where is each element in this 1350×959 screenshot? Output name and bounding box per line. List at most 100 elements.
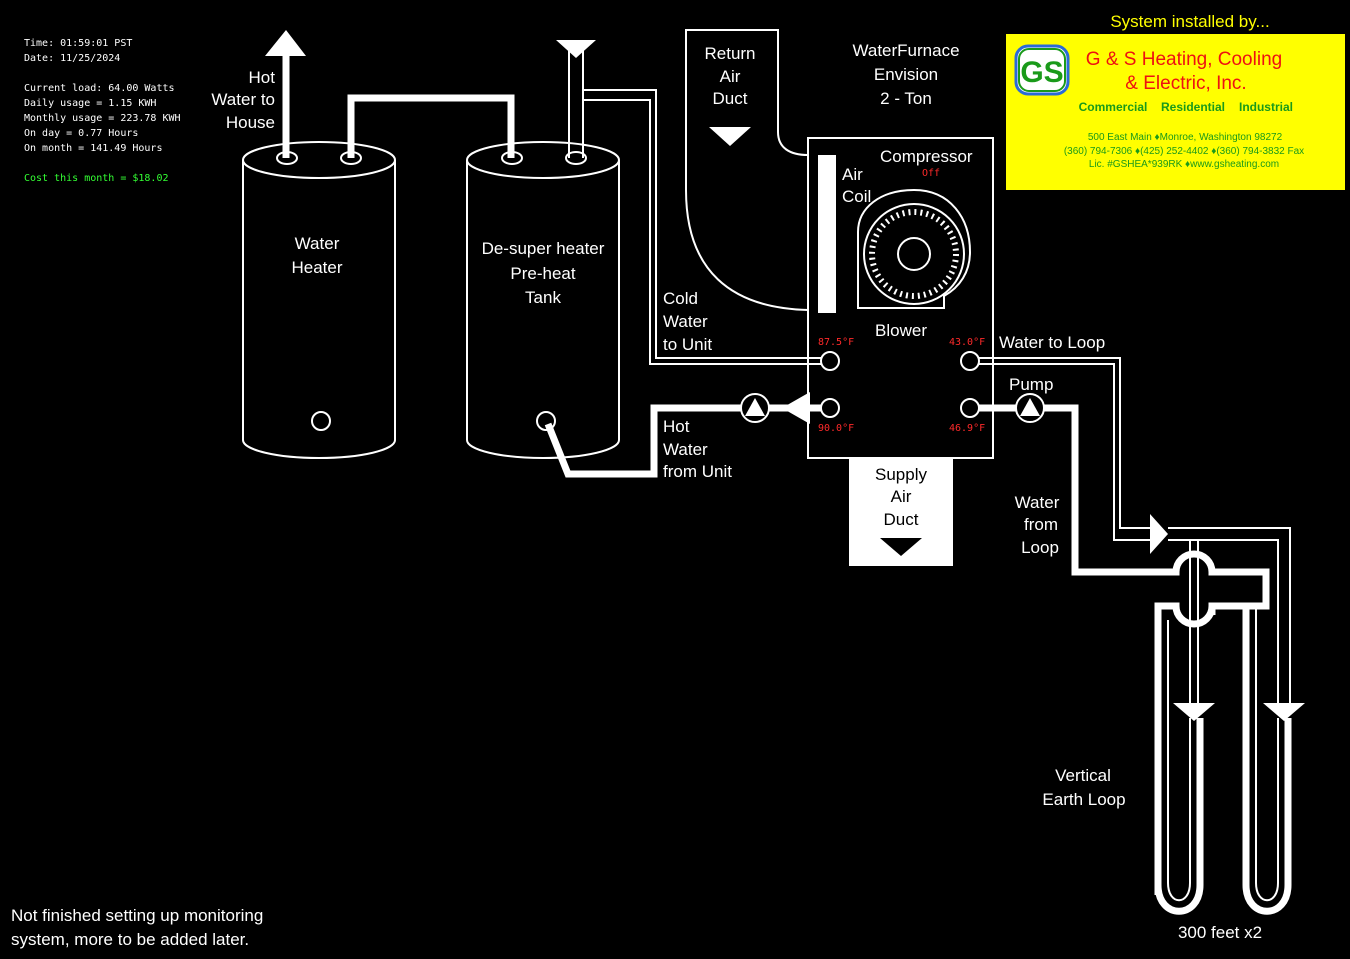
- water-heater-tank: Water Heater: [242, 141, 396, 459]
- supply-air-label-3: Duct: [884, 510, 919, 529]
- blower-wheel: [863, 203, 965, 305]
- hot-water-from-unit-label-3: from Unit: [663, 462, 732, 481]
- air-coil-icon: [818, 155, 836, 313]
- compressor-state: Off: [922, 168, 940, 179]
- segment-residential: Residential: [1161, 100, 1225, 114]
- unit-model-label: WaterFurnace Envision 2 - Ton: [852, 41, 959, 108]
- hot-water-to-house-pipe: Hot Water to House: [211, 30, 306, 158]
- hot-water-to-house-label-1: Hot: [249, 68, 276, 87]
- temp-hot-out: 90.0°F: [818, 423, 854, 434]
- supply-air-duct: Supply Air Duct: [849, 458, 953, 566]
- vertical-earth-loop: Vertical Earth Loop 300 feet x2: [1042, 602, 1305, 942]
- loop-depth-label: 300 feet x2: [1178, 923, 1262, 942]
- status-monthly-usage: Monthly usage = 223.78 KWH: [24, 113, 181, 124]
- supply-air-label-2: Air: [891, 487, 912, 506]
- status-panel: Time: 01:59:01 PST Date: 11/25/2024 Curr…: [24, 38, 181, 184]
- company-phones: (360) 794-7306 ♦(425) 252-4402 ♦(360) 79…: [1064, 146, 1304, 157]
- company-license: Lic. #GSHEA*939RK ♦www.gsheating.com: [1089, 159, 1279, 170]
- footer-note: Not finished setting up monitoring syste…: [11, 906, 263, 949]
- return-air-label-3: Duct: [713, 89, 748, 108]
- company-name-1: G & S Heating, Cooling: [1086, 49, 1282, 70]
- cold-water-line-outer: [583, 89, 830, 359]
- footer-note-line-2: system, more to be added later.: [11, 930, 249, 949]
- status-cost-month: Cost this month = $18.02: [24, 173, 169, 184]
- return-air-duct-shape: [685, 29, 809, 312]
- temp-loop-in: 46.9°F: [949, 423, 985, 434]
- flow-left-arrow-icon: [782, 392, 810, 424]
- earth-loop-label-1: Vertical: [1055, 766, 1111, 785]
- hot-water-from-unit-label-1: Hot: [663, 417, 690, 436]
- port-loop-out: [960, 351, 980, 371]
- status-time: Time: 01:59:01 PST: [24, 38, 132, 49]
- heat-pump-unit: Air Coil Compressor Off Blower 87.5°F 90…: [807, 137, 994, 459]
- water-heater-body: [242, 160, 396, 459]
- earth-loop-2-down-arrow-icon: [1263, 703, 1305, 721]
- water-from-loop-pipe: Pump Water from Loop: [979, 375, 1270, 895]
- company-address: 500 East Main ♦Monroe, Washington 98272: [1088, 132, 1283, 143]
- cold-water-label-1: Cold: [663, 289, 698, 308]
- earth-loop-2-outer: [1242, 606, 1292, 915]
- cold-supply-riser: [568, 56, 584, 158]
- loop-return-line: [979, 404, 1270, 895]
- hot-water-from-unit-label-2: Water: [663, 440, 708, 459]
- status-on-day: On day = 0.77 Hours: [24, 128, 138, 139]
- cold-water-label-2: Water: [663, 312, 708, 331]
- water-from-loop-label-3: Loop: [1021, 538, 1059, 557]
- compressor-label: Compressor: [880, 147, 973, 166]
- segment-industrial: Industrial: [1239, 100, 1293, 114]
- cold-water-label-3: to Unit: [663, 335, 712, 354]
- temp-loop-out: 43.0°F: [949, 337, 985, 348]
- water-from-loop-label-2: from: [1024, 515, 1058, 534]
- hot-water-to-house-label-3: House: [226, 113, 275, 132]
- desuper-label-1: De-super heater: [482, 239, 605, 258]
- status-date: Date: 11/25/2024: [24, 53, 120, 64]
- blower-label: Blower: [875, 321, 927, 340]
- company-logo: GS: [1014, 44, 1070, 96]
- pump-label: Pump: [1009, 375, 1053, 394]
- return-air-down-arrow-icon: [709, 127, 751, 146]
- water-heater-label-2: Heater: [291, 258, 342, 277]
- water-from-loop-label-1: Water: [1015, 493, 1060, 512]
- earth-loop-label-2: Earth Loop: [1042, 790, 1125, 809]
- blower-hub-icon: [897, 237, 931, 271]
- logo-letters: GS: [1020, 56, 1063, 89]
- tank-interconnect-pipe: [347, 94, 515, 158]
- earth-loop-1-down-arrow-icon: [1173, 703, 1215, 721]
- return-air-label-1: Return: [704, 44, 755, 63]
- desuper-label-3: Tank: [525, 288, 561, 307]
- supply-air-label-1: Supply: [875, 465, 927, 484]
- earth-loop-1-outer: [1154, 606, 1204, 915]
- air-coil-label-1: Air: [842, 165, 863, 184]
- water-heater-drain: [311, 411, 331, 431]
- return-air-label-2: Air: [720, 67, 741, 86]
- port-cold-in: [820, 351, 840, 371]
- water-heater-label-1: Water: [295, 234, 340, 253]
- hot-water-from-unit-pipe: Hot Water from Unit: [544, 392, 830, 481]
- status-daily-usage: Daily usage = 1.15 KWH: [24, 98, 156, 109]
- air-coil-label-2: Coil: [842, 187, 871, 206]
- hot-water-to-house-label-2: Water to: [211, 90, 275, 109]
- cold-water-line-inner: [583, 99, 830, 365]
- blower-fins: [869, 209, 959, 299]
- desuper-tank-body: [466, 160, 620, 459]
- company-name-2: & Electric, Inc.: [1125, 73, 1246, 94]
- port-hot-out: [820, 398, 840, 418]
- desuper-heater-tank: De-super heater Pre-heat Tank: [466, 141, 620, 459]
- cold-water-to-unit-pipe: Cold Water to Unit: [556, 40, 830, 365]
- up-arrow-icon: [265, 30, 306, 56]
- loop-right-arrow-icon: [1150, 514, 1168, 554]
- unit-model-line-2: Envision: [874, 65, 938, 84]
- footer-note-line-1: Not finished setting up monitoring: [11, 906, 263, 925]
- installer-header: System installed by...: [1110, 12, 1269, 31]
- cold-supply-down-arrow-icon: [556, 40, 596, 58]
- desuper-bottom-port: [536, 411, 556, 431]
- blower-housing: [857, 188, 972, 309]
- temp-cold-in: 87.5°F: [818, 337, 854, 348]
- desuper-port-in: [565, 151, 587, 165]
- installer-panel: System installed by... GS G & S Heating,…: [1006, 12, 1345, 190]
- water-heater-top: [242, 141, 396, 179]
- status-current-load: Current load: 64.00 Watts: [24, 83, 175, 94]
- supply-air-down-arrow-icon: [880, 538, 922, 556]
- unit-model-line-1: WaterFurnace: [852, 41, 959, 60]
